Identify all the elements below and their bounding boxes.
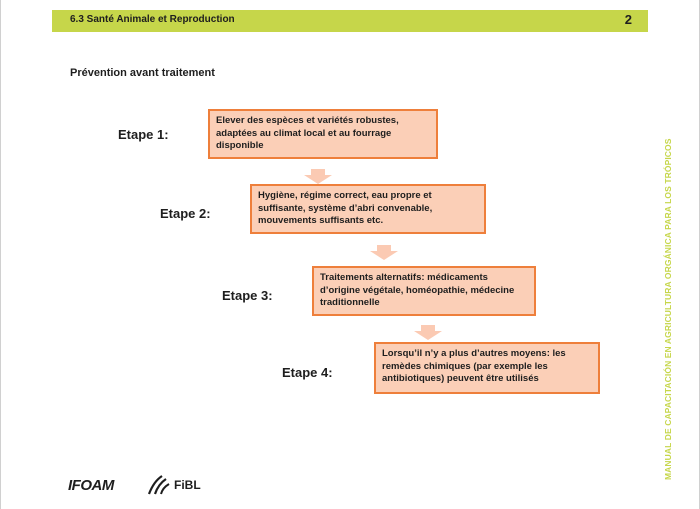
ifoam-logo: IFOAM [68, 477, 114, 494]
step-1-box: Elever des espèces et variétés robustes,… [208, 109, 438, 159]
step-4-box: Lorsqu’il n’y a plus d’autres moyens: le… [374, 342, 600, 394]
section-title: Prévention avant traitement [70, 67, 215, 79]
fibl-logo-text: FiBL [174, 478, 201, 492]
fibl-leaf-icon [147, 475, 170, 495]
side-vertical-text: MANUAL DE CAPACITACIÓN EN AGRICULTURA OR… [663, 138, 673, 480]
step-3-label: Etape 3: [222, 288, 273, 303]
down-arrow-3 [414, 325, 442, 340]
header-bar: 6.3 Santé Animale et Reproduction 2 [52, 10, 648, 32]
step-4-label: Etape 4: [282, 365, 333, 380]
step-2-label: Etape 2: [160, 206, 211, 221]
fibl-logo: FiBL [146, 473, 201, 497]
step-3-box: Traitements alternatifs: médicaments d’o… [312, 266, 536, 316]
step-2-box: Hygiène, régime correct, eau propre et s… [250, 184, 486, 234]
page-number: 2 [624, 12, 632, 27]
down-arrow-2 [370, 245, 398, 260]
step-1-label: Etape 1: [118, 127, 169, 142]
down-arrow-1 [304, 169, 332, 184]
header-title: 6.3 Santé Animale et Reproduction [70, 14, 235, 25]
